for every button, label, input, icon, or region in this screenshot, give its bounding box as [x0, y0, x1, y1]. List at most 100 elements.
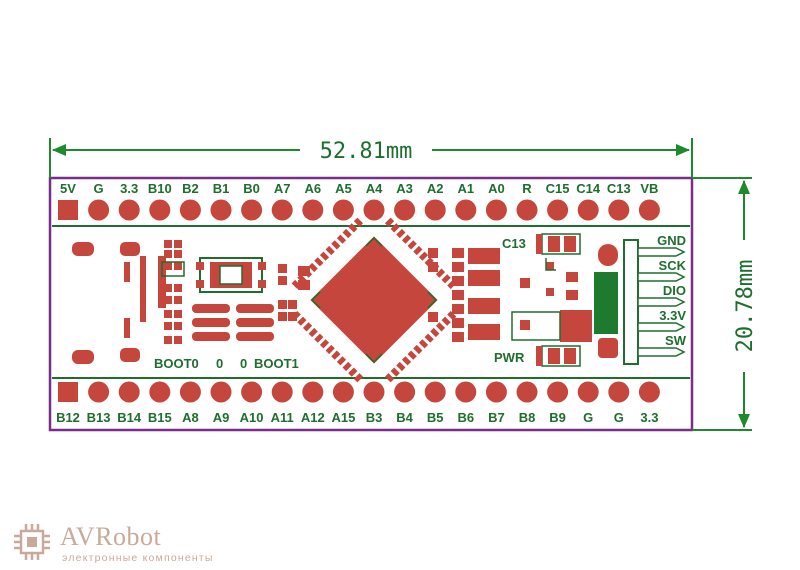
mcu-pin	[430, 327, 440, 338]
round-pad	[210, 199, 232, 221]
mcu-pin	[353, 217, 364, 227]
round-pad	[485, 199, 507, 221]
mcu-pin	[413, 344, 423, 355]
round-pad	[608, 199, 630, 221]
round-pad	[516, 199, 538, 221]
round-pad	[302, 199, 324, 221]
mcu-pin	[325, 245, 335, 256]
bottom-pin-label: A12	[301, 410, 325, 425]
boot1-value: 0	[240, 356, 247, 371]
bottom-pin-label: B8	[519, 410, 536, 425]
mcu-pin	[413, 245, 423, 256]
height-dimension: 20.78mm	[692, 177, 758, 431]
mcu-pin	[319, 251, 330, 261]
mcu-pin	[401, 234, 412, 244]
chip-logo-icon	[14, 524, 50, 560]
round-pad	[455, 381, 477, 403]
reset-button	[196, 257, 266, 293]
mcu-pin	[424, 333, 434, 343]
mcu-pin	[441, 274, 451, 284]
top-pin-label: B2	[182, 181, 199, 196]
mcu-pin	[297, 274, 307, 284]
top-pin-label: G	[94, 181, 104, 196]
top-pin-label: A1	[457, 181, 474, 196]
boot0-value: 0	[216, 356, 223, 371]
mcu-pin	[353, 373, 364, 383]
mcu-chip	[291, 217, 457, 383]
top-pin-label: B10	[148, 181, 172, 196]
bottom-pin-label: A11	[271, 410, 294, 425]
round-pad	[118, 381, 140, 403]
round-pad	[394, 199, 416, 221]
mcu-pin	[308, 327, 318, 338]
bottom-pin-label: B6	[457, 410, 474, 425]
square-pad	[58, 382, 78, 402]
top-pin-label: B1	[213, 181, 230, 196]
brand-tagline: электронные компоненты	[62, 552, 214, 564]
bottom-pin-label: A8	[182, 410, 199, 425]
bottom-pin-label: B9	[549, 410, 566, 425]
mcu-pin	[384, 373, 395, 383]
top-pin-label: A6	[304, 181, 321, 196]
bottom-pin-label: 3.3	[640, 410, 658, 425]
bottom-pin-label: G	[583, 410, 593, 425]
round-pad	[179, 199, 201, 221]
round-pad	[516, 381, 538, 403]
bottom-pin-label: B5	[427, 410, 444, 425]
c13-label: C13	[502, 236, 526, 251]
mcu-pin	[331, 350, 341, 360]
round-pad	[241, 199, 263, 221]
mcu-pin	[314, 257, 324, 267]
mcu-pin	[291, 279, 301, 290]
swd-pin	[637, 322, 686, 332]
round-pad	[271, 381, 293, 403]
mcu-side-passives	[428, 248, 438, 322]
mcu-pin	[418, 339, 429, 349]
round-pad	[577, 381, 599, 403]
boot1-label: BOOT1	[254, 356, 299, 371]
round-pad	[88, 381, 110, 403]
bottom-pin-label: A9	[213, 410, 230, 425]
swd-pin-label: DIO	[663, 283, 686, 298]
round-pad	[332, 199, 354, 221]
mcu-pin	[336, 356, 347, 366]
pwr-led	[536, 346, 542, 366]
swd-pin-label: SW	[665, 333, 687, 348]
mcu-pin	[441, 316, 451, 326]
mcu-pin	[435, 322, 446, 332]
usb-connector	[72, 242, 140, 364]
bottom-pin-label: A10	[240, 410, 264, 425]
bottom-pin-label: B15	[148, 410, 172, 425]
round-pad	[302, 381, 324, 403]
swd-green-block	[594, 272, 618, 334]
top-pin-label: C13	[607, 181, 631, 196]
mcu-pin	[396, 228, 406, 239]
usb-pads	[140, 240, 182, 344]
round-pad	[608, 381, 630, 403]
mcu-pin	[390, 223, 400, 233]
square-pad	[58, 200, 78, 220]
round-pad	[271, 199, 293, 221]
top-pin-label: A4	[366, 181, 383, 196]
brand-logo: AVRobot электронные компоненты	[12, 520, 242, 564]
mcu-pin	[348, 367, 358, 377]
mcu-pin	[390, 367, 400, 377]
round-pad	[424, 199, 446, 221]
top-pin-label: A0	[488, 181, 505, 196]
top-pin-label: C15	[546, 181, 570, 196]
top-pin-label: 3.3	[120, 181, 138, 196]
bottom-pin-label: A15	[331, 410, 355, 425]
bottom-pin-pads	[58, 381, 660, 403]
swd-pin-label: SCK	[659, 258, 687, 273]
mcu-pin	[302, 322, 313, 332]
round-pad	[547, 199, 569, 221]
bottom-pin-label: B14	[117, 410, 142, 425]
round-pad	[149, 381, 171, 403]
bottom-pin-label: B12	[56, 410, 80, 425]
mcu-pin	[396, 361, 406, 372]
mcu-pin	[336, 234, 347, 244]
top-pin-label: A7	[274, 181, 291, 196]
bottom-pin-label: B13	[87, 410, 111, 425]
